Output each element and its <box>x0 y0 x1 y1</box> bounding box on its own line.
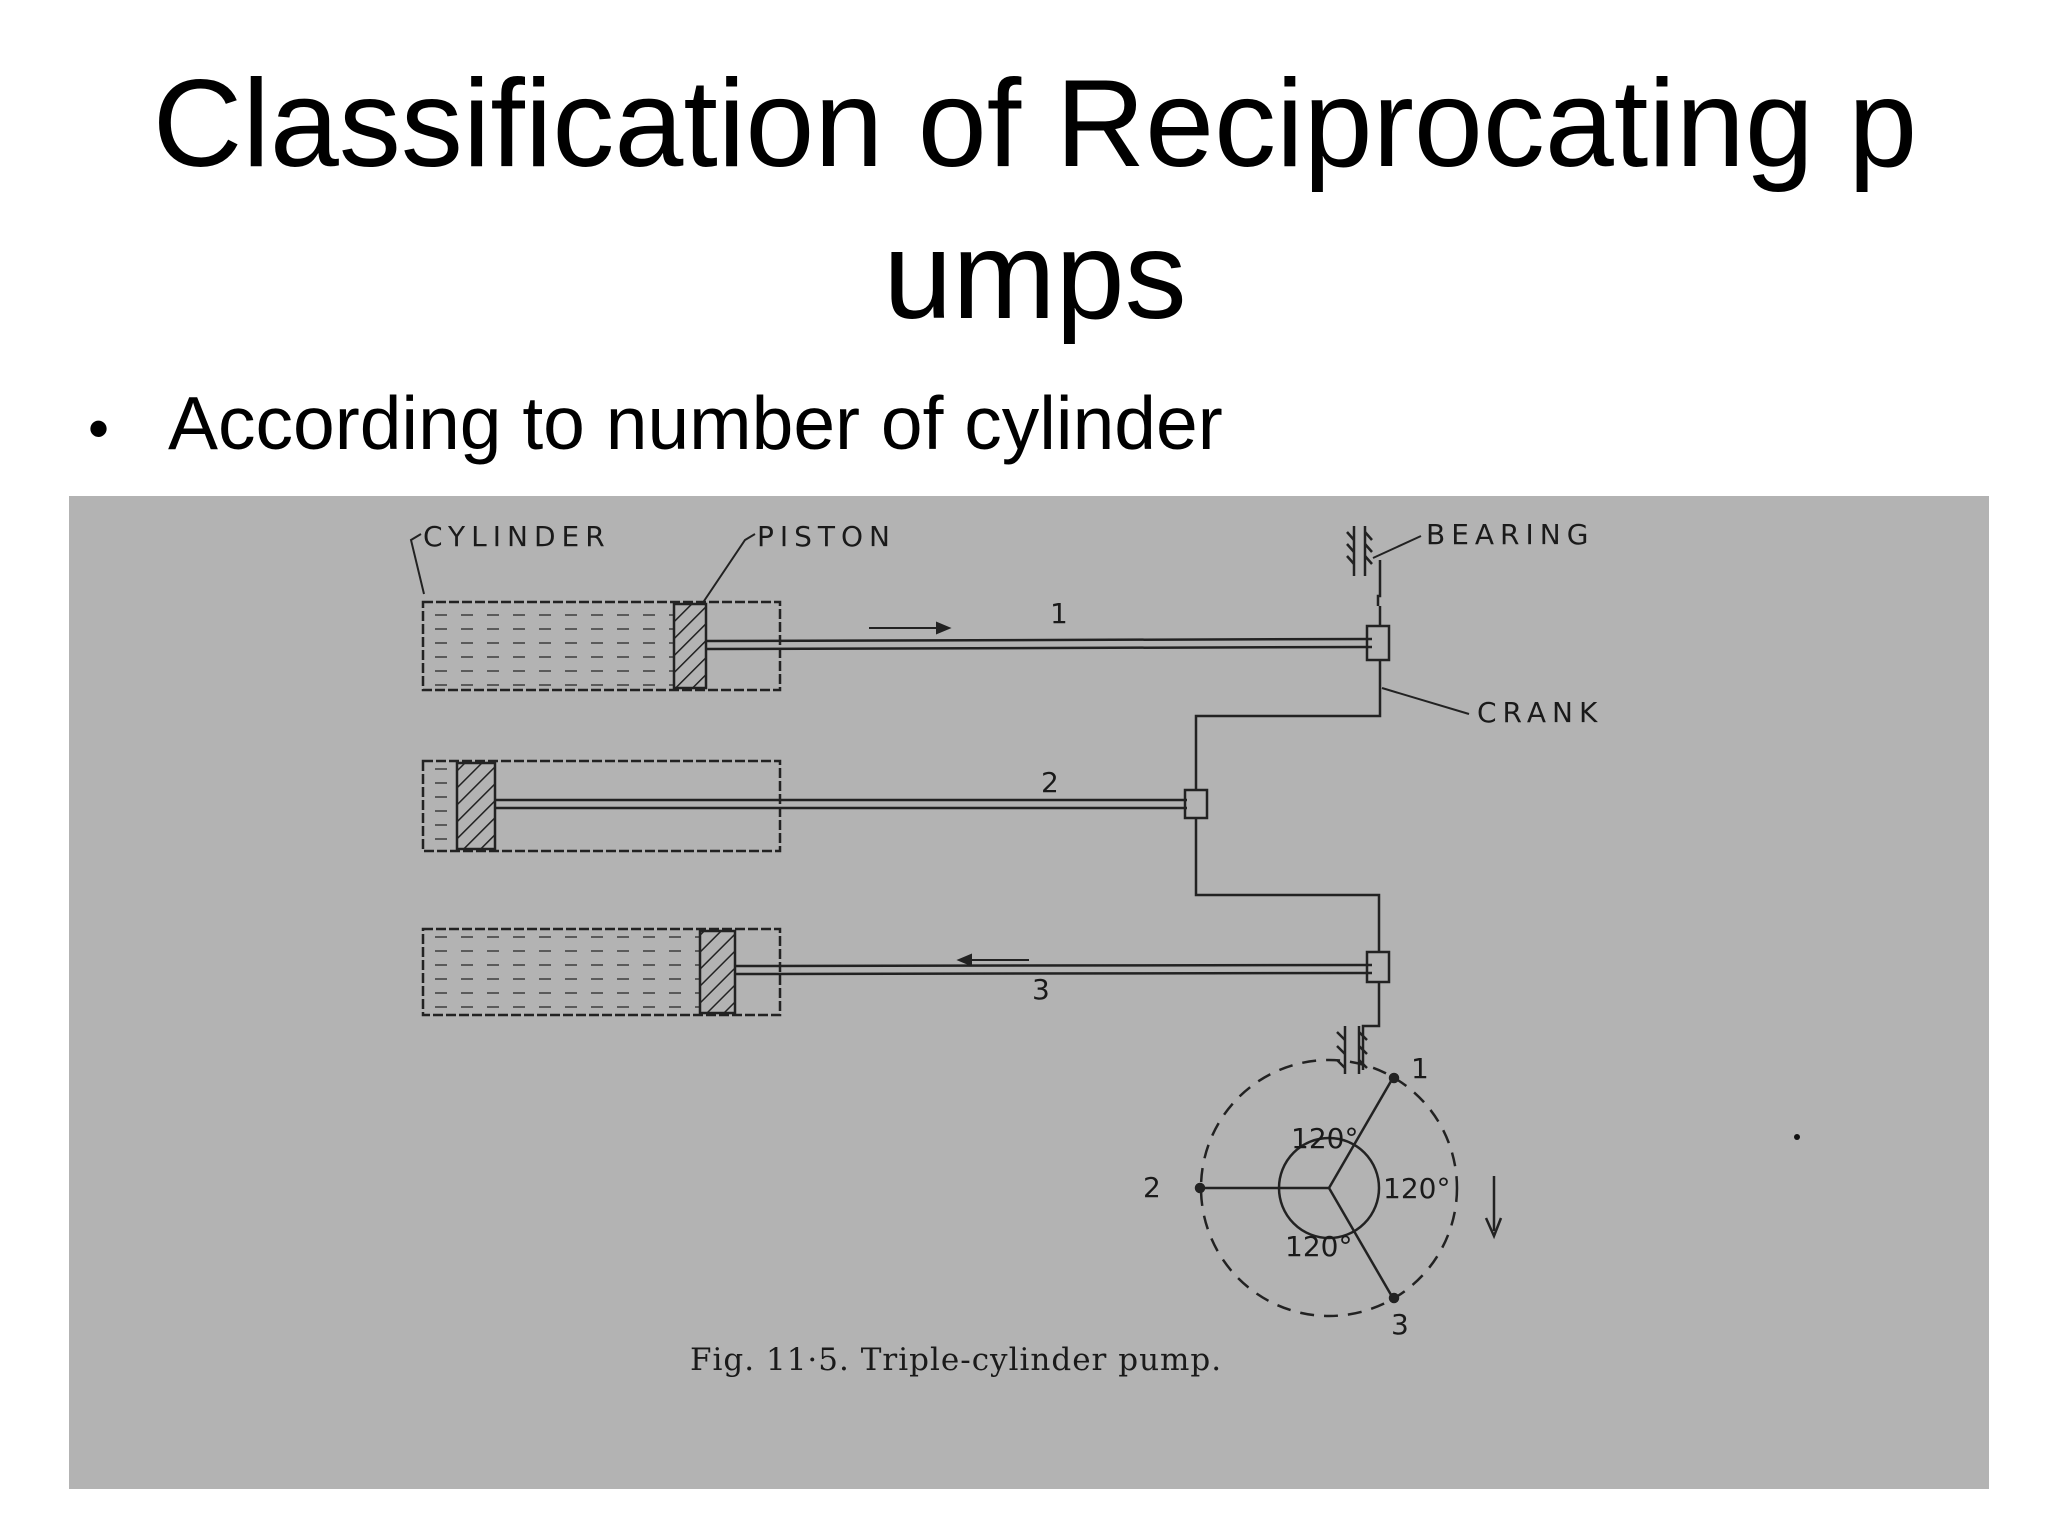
crank-point-1: 1 <box>1411 1052 1429 1085</box>
cylinder-3-number: 3 <box>1032 973 1050 1006</box>
cylinder-1 <box>421 600 1373 692</box>
angle-label-right: 120° <box>1383 1172 1450 1205</box>
angle-label-bottom: 120° <box>1285 1230 1352 1263</box>
crank-label: CRANK <box>1477 696 1603 729</box>
bullet-text: According to number of cylinder <box>168 381 1223 465</box>
bullet-dot: • <box>88 395 110 462</box>
speck <box>1794 1134 1800 1140</box>
figure-caption: Fig. 11·5. Triple-cylinder pump. <box>690 1342 1222 1378</box>
cylinder-1-arrow <box>869 621 952 635</box>
cylinder-2 <box>421 759 1187 853</box>
cylinder-3 <box>421 927 1373 1017</box>
crank-point-3: 3 <box>1391 1308 1409 1341</box>
cylinder-3-arrow <box>956 953 1029 967</box>
piston-label: PISTON <box>757 520 896 553</box>
crank-point-2: 2 <box>1143 1171 1161 1204</box>
cylinder-label: CYLINDER <box>423 520 611 553</box>
cylinder-1-number: 1 <box>1050 597 1068 630</box>
pump-diagram: CYLINDER PISTON BEARING CRANK 1 <box>409 518 1800 1378</box>
bullet-item: • According to number of cylinder <box>88 378 1223 474</box>
cylinder-2-number: 2 <box>1041 766 1059 799</box>
crankshaft <box>1183 560 1391 1070</box>
bearing-bottom <box>1336 1026 1368 1074</box>
leader-lines <box>409 533 1470 715</box>
angle-label-top: 120° <box>1291 1122 1358 1155</box>
crank-phase-diagram <box>1194 1058 1503 1318</box>
bearing-label: BEARING <box>1426 518 1594 551</box>
bearing-top <box>1346 526 1373 576</box>
slide-title: Classification of Reciprocating p umps <box>152 55 1918 345</box>
triple-cylinder-pump-figure: CYLINDER PISTON BEARING CRANK 1 <box>69 496 1989 1489</box>
